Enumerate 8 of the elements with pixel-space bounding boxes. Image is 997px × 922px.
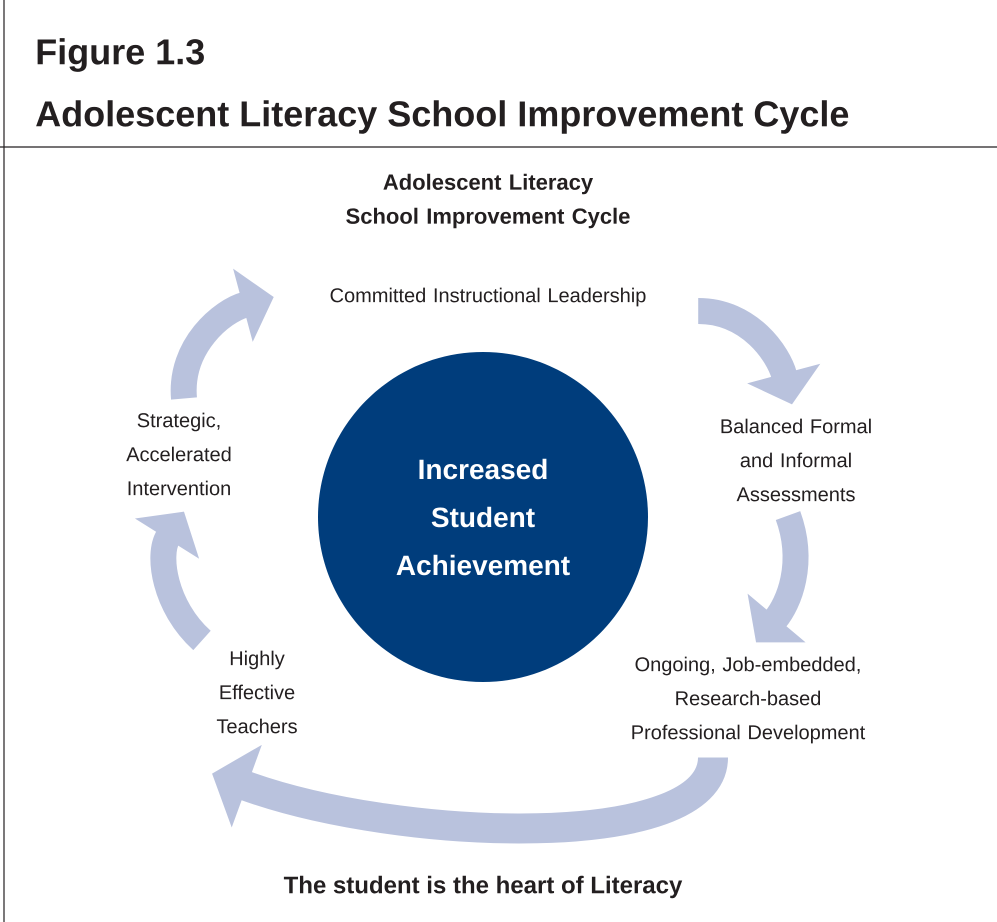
step-label: Committed Instructional Leadership [330, 288, 646, 306]
caption: The student is the heart of Literacy [284, 876, 682, 898]
figure-number: Figure 1.3 [38, 38, 204, 72]
step-label: Strategic, Accelerated Intervention [126, 412, 230, 496]
step-label: Highly Effective Teachers [216, 650, 297, 734]
figure-title: Adolescent Literacy School Improvement Cycle [36, 100, 848, 134]
diagram-heading: Adolescent Literacy School Improvement Cycle [346, 174, 630, 228]
step-label: Balanced Formal and Informal Assessments [722, 418, 871, 502]
